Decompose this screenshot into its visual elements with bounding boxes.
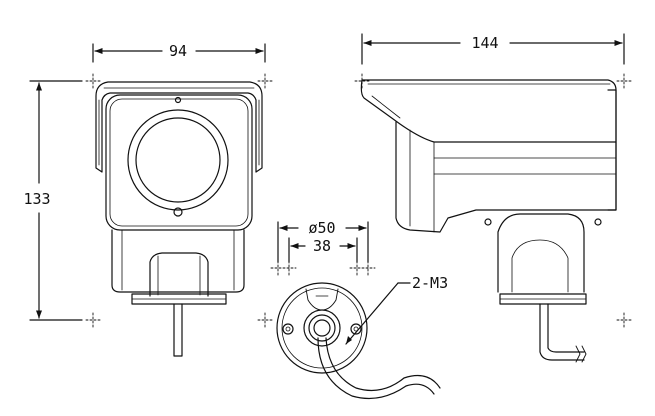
base-inner-ring bbox=[281, 287, 363, 369]
side-cable bbox=[539, 303, 585, 361]
base-cable-gland-mid bbox=[308, 314, 336, 342]
front-height-dimension: 133 bbox=[23, 80, 83, 321]
screw-callout: 2-M3 bbox=[345, 274, 448, 345]
base-mount-tab bbox=[305, 288, 339, 311]
front-sun-shield bbox=[95, 81, 263, 173]
front-lens-inner bbox=[135, 117, 221, 203]
base-cable-gland-outer bbox=[303, 309, 341, 347]
side-view: 144 bbox=[354, 33, 632, 363]
base-diameter-label: ø50 bbox=[308, 219, 335, 237]
base-hole-spacing-dimension: 38 bbox=[288, 237, 358, 263]
side-screw-right bbox=[594, 218, 602, 226]
front-lens-outer bbox=[127, 109, 229, 211]
front-bracket bbox=[149, 252, 209, 297]
front-indicator-top bbox=[174, 96, 182, 104]
front-lower-body bbox=[111, 229, 245, 293]
base-outer-ring bbox=[276, 282, 368, 374]
base-cable bbox=[317, 337, 441, 399]
base-screw-hole-right bbox=[350, 323, 362, 335]
side-sun-shield bbox=[360, 79, 617, 143]
base-hole-spacing-label: 38 bbox=[313, 237, 331, 255]
base-cable-gland-inner bbox=[313, 319, 331, 337]
front-cable bbox=[173, 303, 183, 357]
front-height-label: 133 bbox=[23, 190, 50, 208]
mount-base-view: ø50 38 bbox=[270, 219, 448, 399]
front-width-label: 94 bbox=[169, 42, 187, 60]
front-indicator-bottom bbox=[173, 207, 183, 217]
front-view: 94 133 bbox=[23, 42, 273, 357]
front-width-dimension: 94 bbox=[92, 42, 266, 63]
front-reference-marks bbox=[85, 73, 273, 328]
front-housing bbox=[105, 94, 253, 231]
screw-callout-label: 2-M3 bbox=[412, 274, 448, 292]
side-body bbox=[395, 121, 617, 233]
base-reference-marks bbox=[270, 260, 376, 276]
side-bracket bbox=[497, 213, 585, 293]
side-length-label: 144 bbox=[471, 34, 498, 52]
side-rear-cap bbox=[607, 89, 617, 211]
base-screw-hole-left bbox=[282, 323, 294, 335]
side-length-dimension: 144 bbox=[361, 33, 625, 65]
side-screw-left bbox=[484, 218, 492, 226]
base-diameter-dimension: ø50 bbox=[277, 219, 369, 263]
